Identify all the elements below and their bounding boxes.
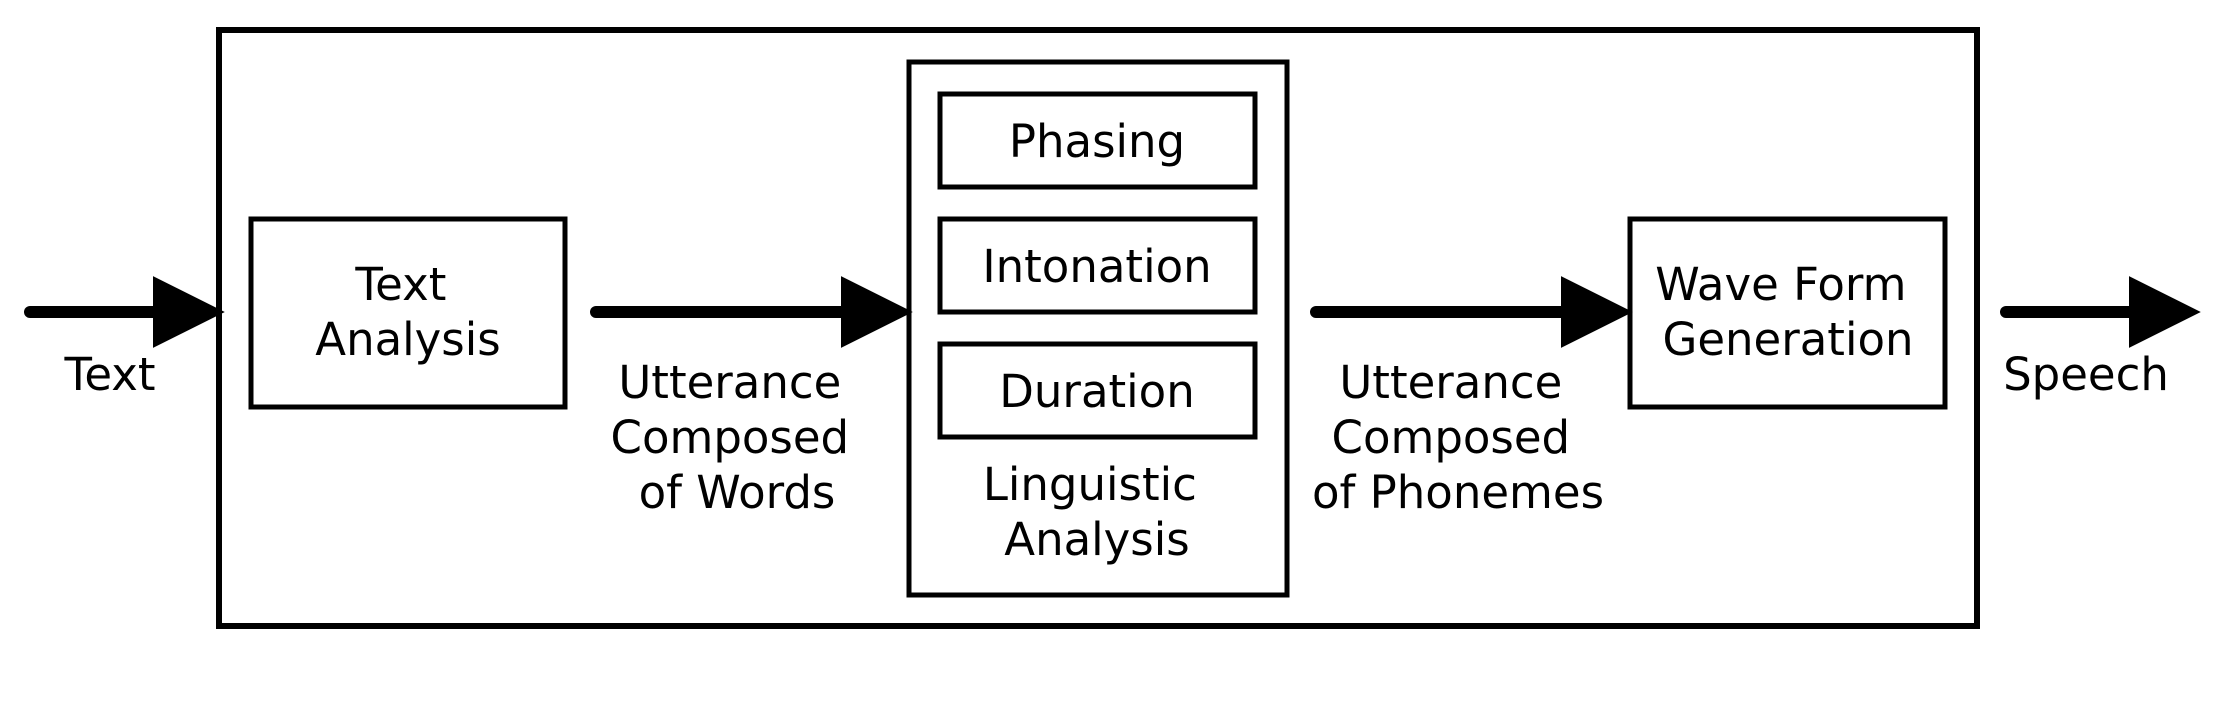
text-analysis-box xyxy=(248,216,568,410)
input-label: Text xyxy=(63,348,155,401)
linguistic-caption-line-2: Analysis xyxy=(1004,513,1189,566)
duration-box xyxy=(937,341,1258,440)
phonemes-label-line-2: Composed xyxy=(1332,411,1571,464)
waveform-box xyxy=(1627,216,1948,410)
phasing-box xyxy=(937,91,1258,190)
intonation-box xyxy=(937,216,1258,315)
duration-label: Duration xyxy=(999,365,1194,418)
intonation-label: Intonation xyxy=(982,240,1211,293)
words-label: Utterance Composed of Words xyxy=(611,356,864,519)
waveform-line-1: Wave Form xyxy=(1655,258,1906,311)
waveform-line-2: Generation xyxy=(1662,313,1913,366)
words-label-line-3: of Words xyxy=(639,466,836,519)
waveform-label: Wave Form Generation xyxy=(1655,258,1920,366)
text-analysis-line-2: Analysis xyxy=(315,313,500,366)
words-label-line-2: Composed xyxy=(611,411,850,464)
phonemes-label: Utterance Composed of Phonemes xyxy=(1312,356,1604,519)
phonemes-label-line-1: Utterance xyxy=(1339,356,1562,409)
text-analysis-label: Text Analysis xyxy=(315,258,500,366)
linguistic-caption-line-1: Linguistic xyxy=(983,458,1197,511)
linguistic-analysis-box xyxy=(906,59,1290,598)
words-label-line-1: Utterance xyxy=(618,356,841,409)
text-analysis-line-1: Text xyxy=(354,258,446,311)
phasing-label: Phasing xyxy=(1009,115,1185,168)
output-label: Speech xyxy=(2003,348,2169,401)
linguistic-analysis-caption: Linguistic Analysis xyxy=(983,458,1211,566)
phonemes-label-line-3: of Phonemes xyxy=(1312,466,1604,519)
